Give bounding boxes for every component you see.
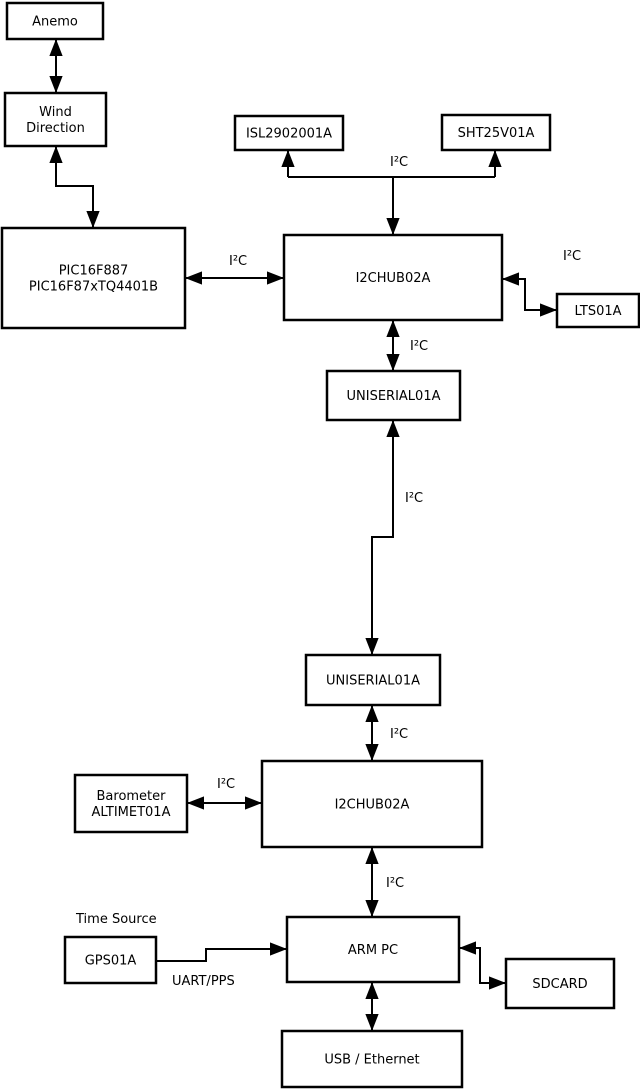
node-i2chub02a-bottom-box [260, 759, 484, 849]
label-i2c-hub-top-uni-top: I²C [410, 339, 428, 354]
node-barometer-altimet01a-box [73, 773, 189, 834]
label-i2c-hub-bottom-arm: I²C [386, 876, 404, 891]
node-i2chub02a-top-label-line: I2CHUB02A [356, 271, 431, 286]
node-wind-direction-label-line: Wind [39, 105, 72, 120]
node-arm-pc-box [285, 915, 461, 984]
node-uniserial01a-bottom-label-line: UNISERIAL01A [326, 674, 420, 689]
label-time-source: Time Source [75, 912, 157, 927]
node-gps01a: GPS01A [63, 935, 158, 985]
edge-wind-pic [49, 146, 100, 228]
node-uniserial01a-bottom: UNISERIAL01A [304, 653, 442, 707]
node-i2chub02a-top: I2CHUB02A [282, 233, 504, 322]
label-i2c-uni-bottom-hub: I²C [390, 727, 408, 742]
edges-layer [49, 39, 557, 1031]
node-isl2902001a-box [233, 114, 345, 152]
node-usb-ethernet: USB / Ethernet [280, 1029, 464, 1089]
node-isl2902001a-label: ISL2902001A [246, 127, 332, 142]
node-sht25v01a-label-line: SHT25V01A [458, 126, 535, 141]
node-anemo-box [5, 1, 105, 41]
node-pic16f887-box [0, 226, 187, 330]
edge-arm-sdcard [459, 941, 506, 990]
node-uniserial01a-bottom-box [304, 653, 442, 707]
label-i2c-sensor-bus: I²C [390, 155, 408, 170]
node-uniserial01a-top-label: UNISERIAL01A [347, 389, 441, 404]
edge-gps-arm [156, 942, 287, 962]
node-i2chub02a-top-label: I2CHUB02A [356, 271, 431, 286]
node-lts01a: LTS01A [555, 292, 640, 329]
node-uniserial01a-bottom-label: UNISERIAL01A [326, 674, 420, 689]
edge-hub-top-lts [502, 272, 557, 317]
label-i2c-hub-top-lts: I²C [563, 249, 581, 264]
node-anemo: Anemo [5, 1, 105, 41]
node-pic16f887-label-line: PIC16F887 [59, 264, 129, 279]
node-gps01a-box [63, 935, 158, 985]
label-i2c-barometer-hub: I²C [217, 777, 235, 792]
node-sdcard-label-line: SDCARD [532, 977, 587, 992]
node-barometer-altimet01a-label-line: Barometer [97, 789, 167, 804]
node-sht25v01a: SHT25V01A [440, 113, 552, 152]
node-usb-ethernet-label: USB / Ethernet [324, 1053, 419, 1068]
node-i2chub02a-bottom: I2CHUB02A [260, 759, 484, 849]
node-arm-pc: ARM PC [285, 915, 461, 984]
node-sht25v01a-box [440, 113, 552, 152]
node-uniserial01a-top-label-line: UNISERIAL01A [347, 389, 441, 404]
label-uart-pps: UART/PPS [172, 974, 235, 989]
node-wind-direction-box [3, 91, 108, 148]
node-arm-pc-label: ARM PC [348, 943, 398, 958]
node-arm-pc-label-line: ARM PC [348, 943, 398, 958]
node-uniserial01a-top: UNISERIAL01A [325, 369, 462, 422]
node-anemo-label: Anemo [32, 15, 78, 30]
label-i2c-pic-hub-top: I²C [229, 254, 247, 269]
node-lts01a-box [555, 292, 640, 329]
node-isl2902001a: ISL2902001A [233, 114, 345, 152]
node-sdcard-box [504, 957, 616, 1010]
label-i2c-uni-top-uni-bottom: I²C [405, 491, 423, 506]
edge-uni-top-uni-bottom [365, 420, 400, 655]
node-pic16f887-label-line: PIC16F87xTQ4401B [29, 280, 158, 295]
node-barometer-altimet01a-label-line: ALTIMET01A [92, 805, 171, 820]
node-isl2902001a-label-line: ISL2902001A [246, 127, 332, 142]
node-sht25v01a-label: SHT25V01A [458, 126, 535, 141]
node-lts01a-label-line: LTS01A [574, 304, 621, 319]
node-gps01a-label: GPS01A [85, 954, 137, 969]
node-usb-ethernet-label-line: USB / Ethernet [324, 1053, 419, 1068]
node-sdcard-label: SDCARD [532, 977, 587, 992]
node-gps01a-label-line: GPS01A [85, 954, 137, 969]
node-sdcard: SDCARD [504, 957, 616, 1010]
node-usb-ethernet-box [280, 1029, 464, 1089]
node-i2chub02a-bottom-label: I2CHUB02A [335, 798, 410, 813]
node-i2chub02a-bottom-label-line: I2CHUB02A [335, 798, 410, 813]
node-i2chub02a-top-box [282, 233, 504, 322]
node-lts01a-label: LTS01A [574, 304, 621, 319]
labels-layer: I²C I²C I²C I²C I²C I²C I²C I²C Time SourceUART/… [75, 155, 581, 989]
node-uniserial01a-top-box [325, 369, 462, 422]
node-wind-direction-label-line: Direction [26, 121, 85, 136]
node-anemo-label-line: Anemo [32, 15, 78, 30]
